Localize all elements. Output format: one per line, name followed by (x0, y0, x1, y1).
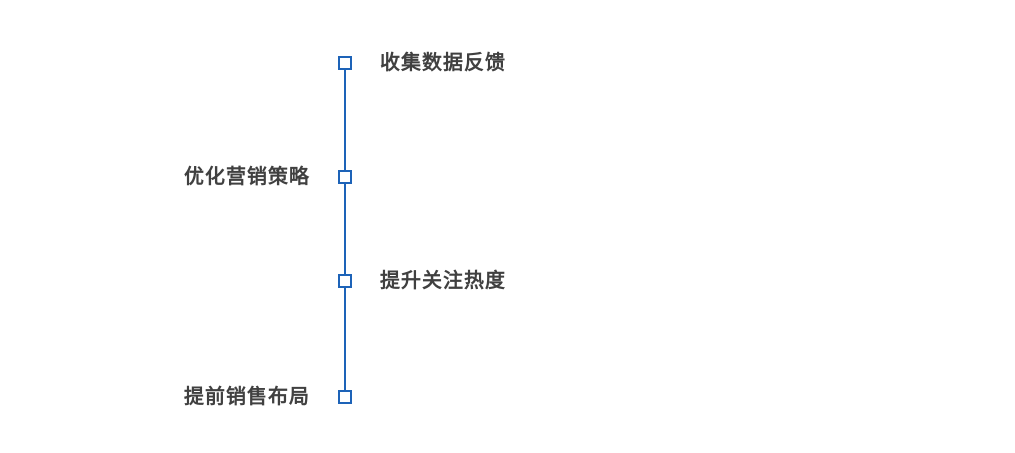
timeline-line (344, 63, 346, 397)
timeline-label: 收集数据反馈 (380, 52, 506, 74)
timeline-node (338, 274, 352, 288)
timeline-label: 优化营销策略 (184, 166, 310, 188)
timeline-label: 提升关注热度 (380, 270, 506, 292)
timeline-label: 提前销售布局 (184, 386, 310, 408)
timeline-node (338, 170, 352, 184)
timeline-node (338, 56, 352, 70)
timeline-node (338, 390, 352, 404)
